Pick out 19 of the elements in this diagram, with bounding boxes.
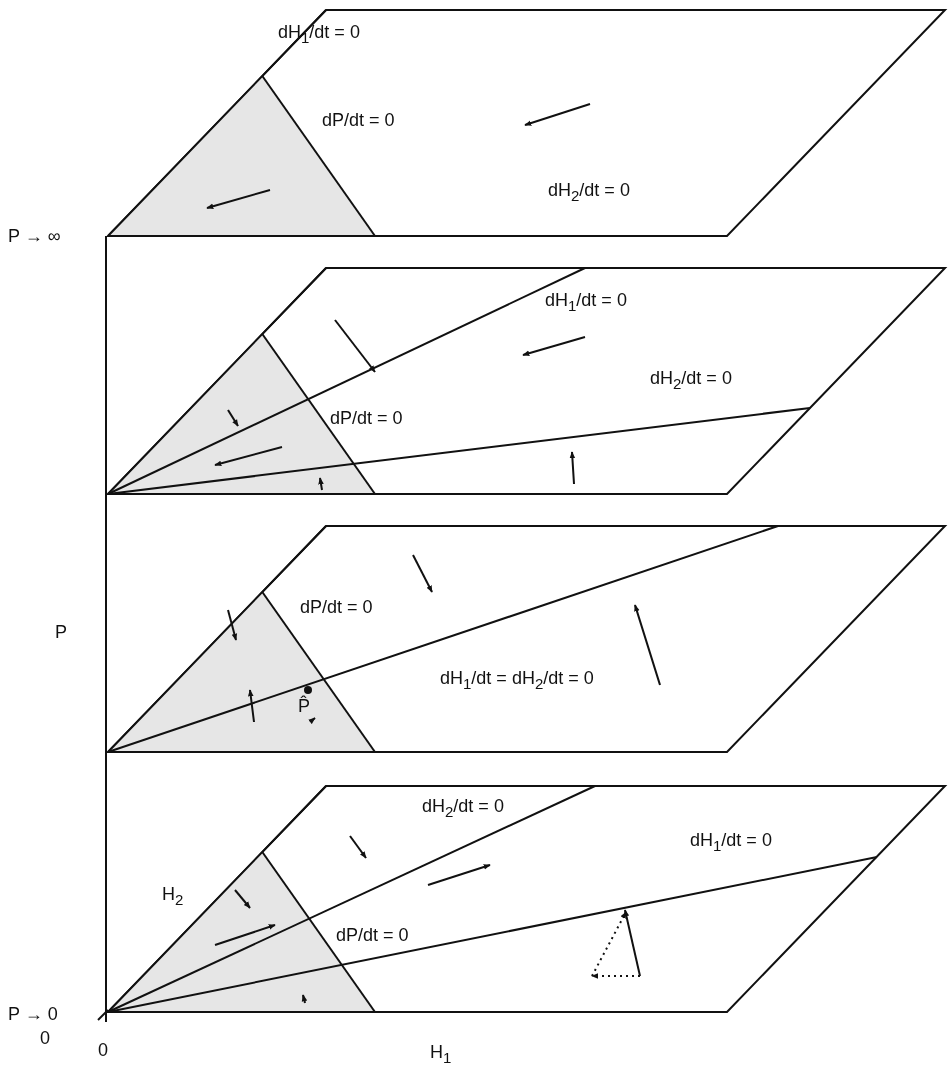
equation-label: dH$_{2}$/dt = 0	[548, 180, 630, 205]
equation-label: dH$_{1}$/dt = 0	[545, 290, 627, 315]
axis-label: P → ∞	[8, 226, 61, 248]
axis-label: 0	[98, 1040, 108, 1062]
axis-label: P	[55, 622, 67, 644]
equation-label: dH$_{1}$/dt = dH$_{2}$/dt = 0	[440, 668, 594, 693]
equation-label: dP/dt = 0	[336, 925, 409, 947]
equation-label: dP/dt = 0	[300, 597, 373, 619]
equation-label: dH$_{1}$/dt = 0	[278, 22, 360, 47]
axis-label: 0	[40, 1028, 50, 1050]
axis-label: H$_{1}$	[430, 1042, 452, 1067]
equation-label: dP/dt = 0	[322, 110, 395, 132]
equation-label: dH$_{2}$/dt = 0	[422, 796, 504, 821]
equation-label: dH$_{1}$/dt = 0	[690, 830, 772, 855]
equation-label: dH$_{2}$/dt = 0	[650, 368, 732, 393]
axis-label: P → 0	[8, 1004, 58, 1026]
equation-label: dP/dt = 0	[330, 408, 403, 430]
point-label: P̂	[298, 696, 310, 718]
axis-label: H$_{2}$	[162, 884, 184, 909]
